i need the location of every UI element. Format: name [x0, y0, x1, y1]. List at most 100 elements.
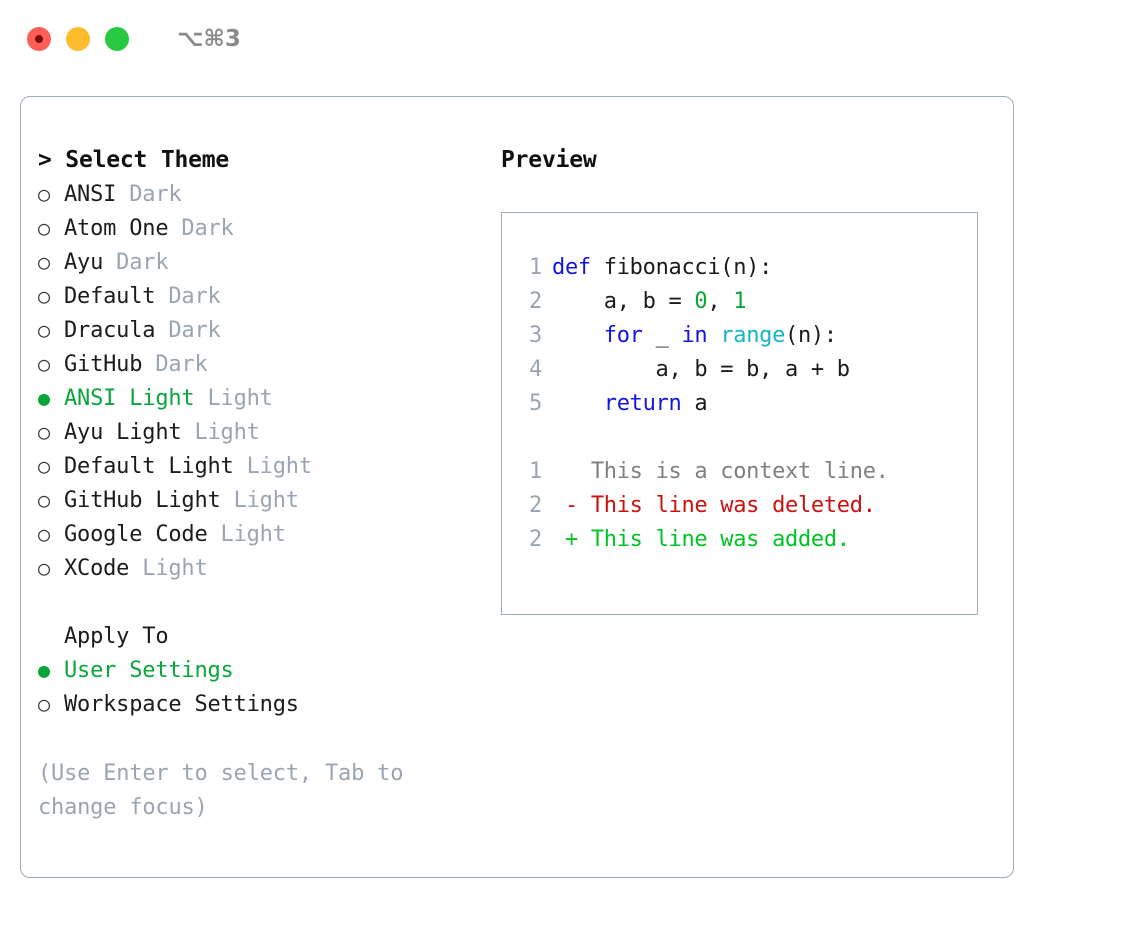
- theme-name: GitHub Light: [64, 488, 221, 513]
- theme-variant-tag: Dark: [103, 250, 169, 275]
- apply-to-item[interactable]: ○ Workspace Settings: [38, 687, 498, 721]
- theme-list-item[interactable]: ○ANSI Dark: [38, 177, 498, 211]
- code-token-plain: a, b =: [552, 289, 695, 314]
- code-line: 2 a, b = 0, 1: [514, 285, 977, 319]
- maximize-button[interactable]: [105, 27, 129, 51]
- radio-unselected-icon[interactable]: ○: [38, 182, 50, 206]
- theme-name: Ayu Light: [64, 420, 182, 445]
- theme-list-item[interactable]: ●ANSI Light Light: [38, 381, 498, 415]
- apply-to-label: Workspace Settings: [64, 692, 299, 717]
- close-button[interactable]: [27, 27, 51, 51]
- diff-line-number: 1: [529, 459, 542, 484]
- radio-unselected-icon[interactable]: ○: [38, 556, 50, 580]
- code-line: 3 for _ in range(n):: [514, 319, 977, 353]
- theme-list[interactable]: ○ANSI Dark○Atom One Dark○Ayu Dark○Defaul…: [38, 177, 498, 585]
- theme-list-item[interactable]: ○ GitHub Dark: [38, 347, 498, 381]
- theme-name: Google Code: [64, 522, 208, 547]
- apply-to-item[interactable]: ● User Settings: [38, 653, 498, 687]
- code-token-fn: range: [720, 323, 786, 348]
- line-number: 3: [529, 323, 542, 348]
- theme-name: Default Light: [64, 454, 234, 479]
- radio-unselected-icon[interactable]: ○: [38, 250, 50, 274]
- theme-list-item[interactable]: ○Default Light Light: [38, 449, 498, 483]
- theme-variant-tag: Dark: [142, 352, 208, 377]
- line-number: 5: [529, 391, 542, 416]
- theme-list-item[interactable]: ○ Ayu Dark: [38, 245, 498, 279]
- theme-variant-tag: Light: [129, 556, 208, 581]
- code-token-kw: in: [681, 323, 708, 348]
- window-controls: [27, 27, 129, 51]
- diff-line: 2 - This line was deleted.: [514, 489, 977, 523]
- apply-to-heading-row: ○ Apply To: [38, 619, 498, 653]
- diff-line: 2 + This line was added.: [514, 523, 977, 557]
- code-token-kw: for: [603, 323, 643, 348]
- diff-marker: +: [552, 527, 591, 552]
- theme-variant-tag: Dark: [155, 318, 221, 343]
- theme-variant-tag: Light: [194, 386, 273, 411]
- theme-variant-tag: Light: [207, 522, 286, 547]
- code-token-plain: fibonacci(n):: [590, 255, 773, 280]
- diff-line-text: This line was deleted.: [590, 493, 876, 518]
- code-line: 5 return a: [514, 387, 977, 421]
- theme-variant-tag: Dark: [155, 284, 221, 309]
- heading-indent-spacer: ○: [38, 619, 64, 653]
- theme-name: XCode: [64, 556, 130, 581]
- code-token-kw: def: [552, 255, 591, 280]
- select-theme-heading: > Select Theme: [38, 147, 230, 173]
- radio-selected-icon[interactable]: ●: [38, 658, 50, 682]
- preview-heading: Preview: [501, 147, 597, 173]
- radio-unselected-icon[interactable]: ○: [38, 522, 50, 546]
- theme-name: GitHub: [64, 352, 143, 377]
- theme-name: Atom One: [64, 216, 169, 241]
- radio-unselected-icon[interactable]: ○: [38, 352, 50, 376]
- theme-variant-tag: Dark: [116, 182, 182, 207]
- theme-list-item[interactable]: ○GitHub Light Light: [38, 483, 498, 517]
- diff-marker: -: [552, 493, 591, 518]
- theme-picker-column: > Select Theme ○ANSI Dark○Atom One Dark○…: [38, 143, 498, 721]
- diff-line-number: 2: [529, 493, 542, 518]
- code-line-text: return a: [552, 387, 708, 421]
- code-token-plain: _: [642, 323, 682, 348]
- code-line-text: def fibonacci(n):: [552, 251, 772, 285]
- radio-unselected-icon[interactable]: ○: [38, 420, 50, 444]
- code-token-num: 0: [694, 289, 708, 314]
- theme-variant-tag: Light: [181, 420, 260, 445]
- code-line: 1 def fibonacci(n):: [514, 251, 977, 285]
- diff-sample: 1 This is a context line. 2 - This line w…: [514, 455, 977, 557]
- theme-name: Ayu: [64, 250, 104, 275]
- radio-selected-icon[interactable]: ●: [38, 386, 50, 410]
- apply-to-list[interactable]: ● User Settings ○ Workspace Settings: [38, 653, 498, 721]
- radio-unselected-icon[interactable]: ○: [38, 216, 50, 240]
- keyboard-shortcut-label: ⌥⌘3: [177, 26, 241, 52]
- line-number: 1: [529, 255, 542, 280]
- radio-unselected-icon[interactable]: ○: [38, 318, 50, 342]
- code-token-plain: ,: [707, 289, 734, 314]
- theme-list-item[interactable]: ○ Ayu Light Light: [38, 415, 498, 449]
- radio-unselected-icon[interactable]: ○: [38, 284, 50, 308]
- line-number: 2: [529, 289, 542, 314]
- line-number: 4: [529, 357, 542, 382]
- theme-variant-tag: Dark: [168, 216, 234, 241]
- theme-list-item[interactable]: ○ Atom One Dark: [38, 211, 498, 245]
- code-token-num: 1: [733, 289, 747, 314]
- code-token-plain: [552, 391, 604, 416]
- theme-list-item[interactable]: ○Dracula Dark: [38, 313, 498, 347]
- theme-list-item[interactable]: ○ Google Code Light: [38, 517, 498, 551]
- theme-list-item[interactable]: ○ XCode Light: [38, 551, 498, 585]
- radio-unselected-icon[interactable]: ○: [38, 454, 50, 478]
- radio-unselected-icon[interactable]: ○: [38, 692, 50, 716]
- code-token-plain: a: [681, 391, 708, 416]
- apply-to-heading: Apply To: [64, 624, 169, 649]
- apply-to-label: User Settings: [64, 658, 234, 683]
- theme-list-item[interactable]: ○Default Dark: [38, 279, 498, 313]
- diff-line-text: This is a context line.: [590, 459, 889, 484]
- code-token-plain: [707, 323, 720, 348]
- minimize-button[interactable]: [66, 27, 90, 51]
- code-line-text: for _ in range(n):: [552, 319, 837, 353]
- code-token-kw: return: [603, 391, 682, 416]
- title-bar: ⌥⌘3: [0, 0, 1140, 78]
- radio-unselected-icon[interactable]: ○: [38, 488, 50, 512]
- code-line: 4 a, b = b, a + b: [514, 353, 977, 387]
